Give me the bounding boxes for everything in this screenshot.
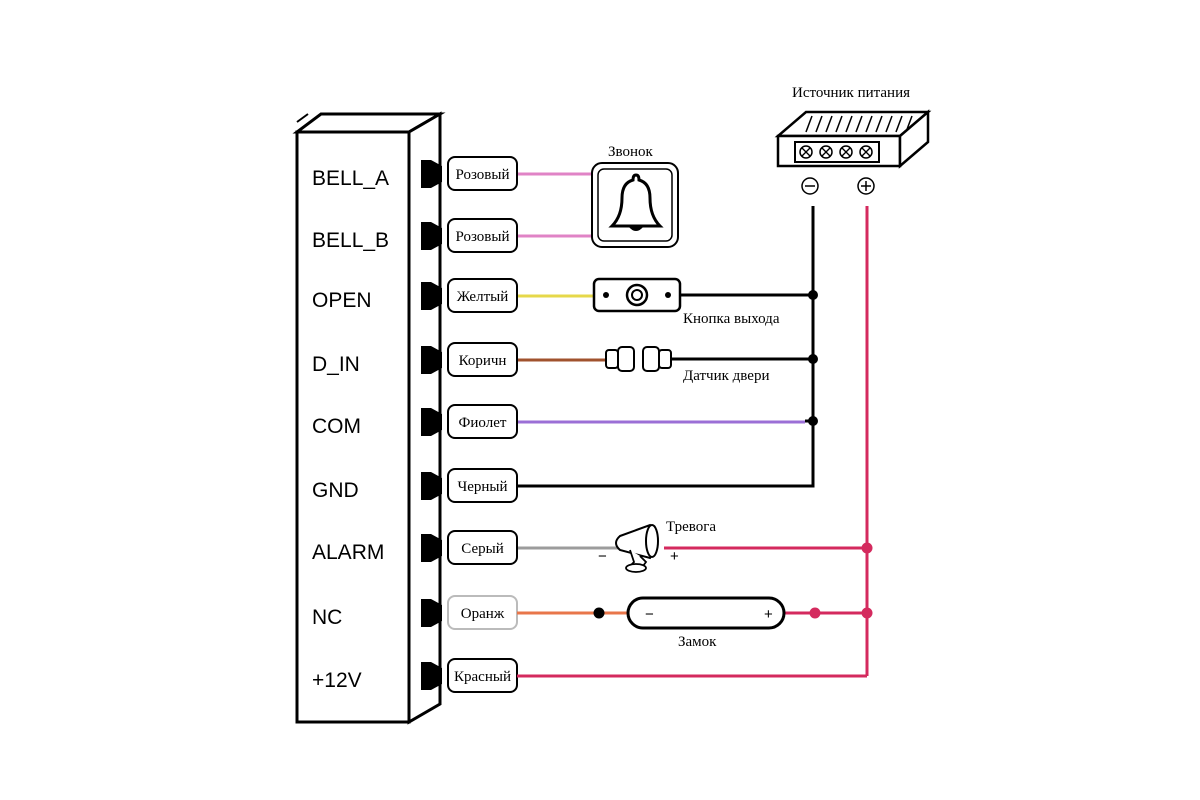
wire-color-label: Розовый <box>456 229 510 245</box>
wire-color-label: Фиолет <box>459 415 507 431</box>
siren-minus-sign: − <box>598 548 607 565</box>
connector-block <box>421 282 431 310</box>
siren-label: Тревога <box>666 519 716 535</box>
terminal-label: GND <box>312 479 359 502</box>
connector-block <box>421 534 431 562</box>
lock-device: − + Замок <box>626 596 786 650</box>
wire-tag <box>447 218 518 253</box>
siren-device: Тревога − + <box>598 519 716 573</box>
terminal-label: D_IN <box>312 353 360 376</box>
wire-color-label: Розовый <box>456 167 510 183</box>
power-supply-device: Источник питания <box>774 85 932 195</box>
connector-pin <box>431 408 442 436</box>
terminal-label: BELL_B <box>312 229 389 252</box>
lock-minus-sign: − <box>645 606 654 623</box>
terminal-label: COM <box>312 415 361 438</box>
supply-rails <box>517 206 873 678</box>
wire-color-label: Коричн <box>459 353 507 369</box>
bell-icon <box>608 173 664 228</box>
bell-label: Звонок <box>608 144 654 160</box>
wire-tag <box>447 404 518 439</box>
connector-pin <box>431 662 442 690</box>
connector-pin <box>431 534 442 562</box>
terminal-label: NC <box>312 606 342 629</box>
wire-color-label: Черный <box>457 479 507 495</box>
terminal-label: ALARM <box>312 541 384 564</box>
connector-block <box>421 472 431 500</box>
siren-plus-sign: + <box>670 548 679 565</box>
wire-tag <box>447 530 518 565</box>
terminal-label: BELL_A <box>312 167 389 190</box>
connector-block <box>421 160 431 188</box>
connector-block <box>421 222 431 250</box>
lock-plus-sign: + <box>764 606 773 623</box>
terminal-label: +12V <box>312 669 362 692</box>
door-sensor-device: Датчик двери <box>605 346 769 384</box>
terminal-label: OPEN <box>312 289 372 312</box>
controller-unit <box>292 111 446 725</box>
connector-pin <box>431 472 442 500</box>
connector-block <box>421 599 431 627</box>
connector-pin <box>431 160 442 188</box>
connector-block <box>421 408 431 436</box>
connector-pin <box>431 282 442 310</box>
wire-color-label: Красный <box>454 669 511 685</box>
exit-button-device: Кнопка выхода <box>592 277 780 327</box>
connector-pin <box>431 222 442 250</box>
bell-device: Звонок <box>591 144 679 248</box>
connector-pin <box>431 599 442 627</box>
lock-label: Замок <box>678 634 717 650</box>
connector-pin <box>431 346 442 374</box>
connector-block <box>421 346 431 374</box>
wire-color-label: Серый <box>461 541 503 557</box>
exit-button-label: Кнопка выхода <box>683 311 780 327</box>
wire-color-label: Оранж <box>461 606 505 622</box>
connector-block <box>421 662 431 690</box>
power-supply-label: Источник питания <box>792 85 910 101</box>
wire-tag <box>447 278 518 313</box>
wire-color-label: Желтый <box>457 289 508 305</box>
wire-tag <box>447 156 518 191</box>
wire-tag <box>447 342 518 377</box>
door-sensor-label: Датчик двери <box>683 368 769 384</box>
